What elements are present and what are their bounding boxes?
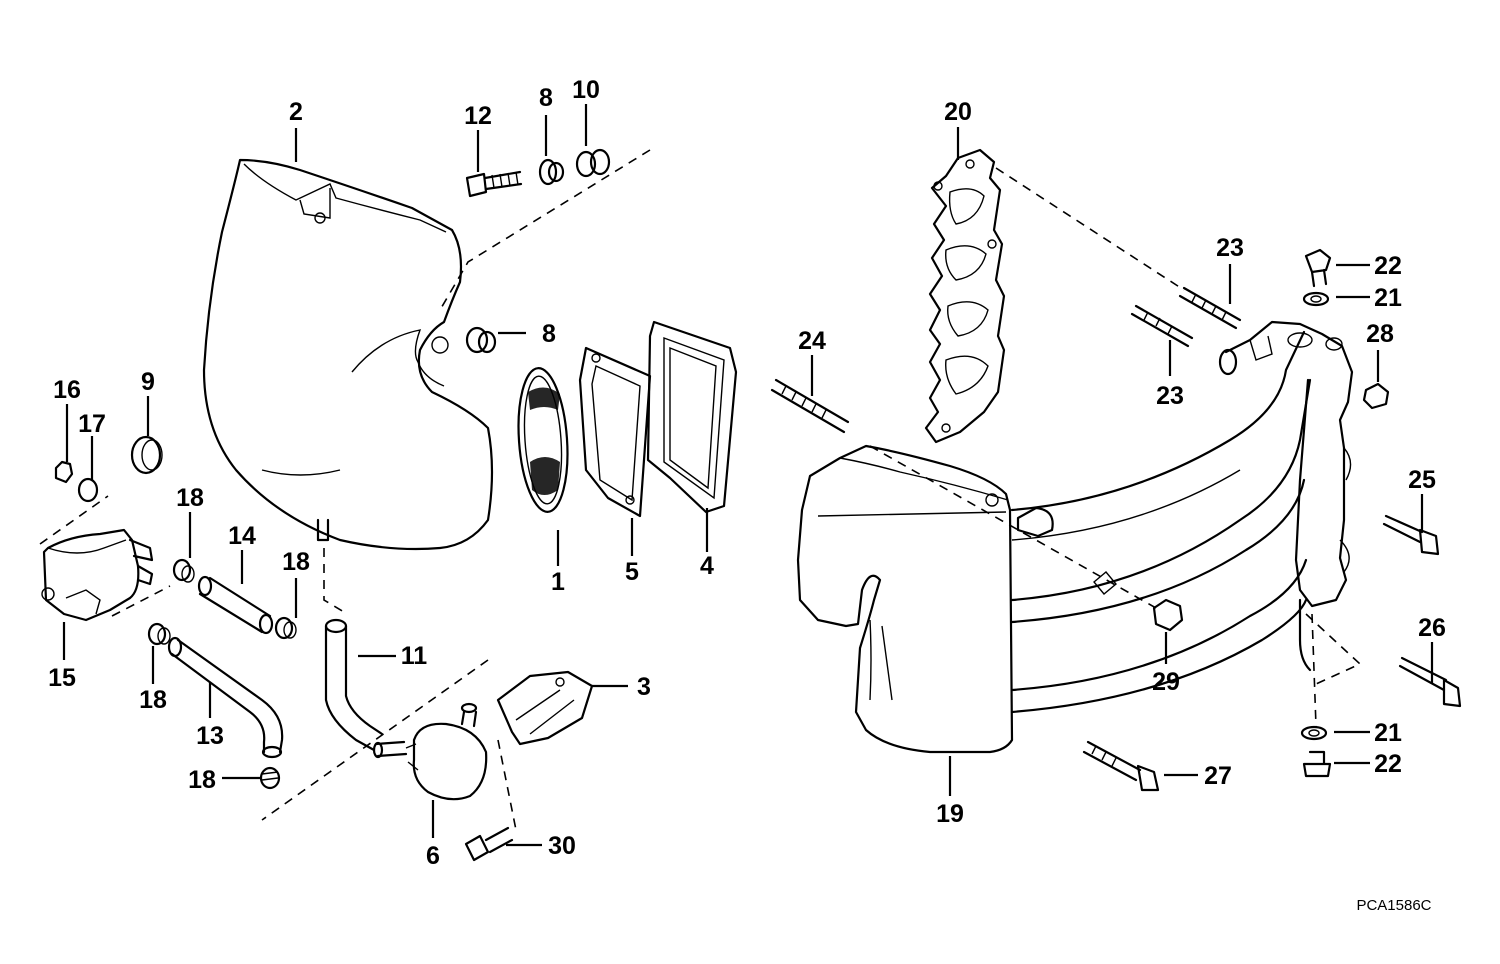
callout-18-c: 18 bbox=[139, 686, 167, 714]
callout-18-d: 18 bbox=[188, 766, 216, 794]
callout-3: 3 bbox=[637, 673, 651, 701]
callout-24: 24 bbox=[798, 327, 826, 355]
callout-30: 30 bbox=[548, 832, 576, 860]
callout-17: 17 bbox=[78, 410, 106, 438]
part-grommet-9 bbox=[130, 435, 163, 475]
callout-labels: 1 2 3 4 5 6 8 8 9 10 11 12 13 14 15 16 1… bbox=[48, 76, 1446, 914]
callout-23-lower: 23 bbox=[1156, 382, 1184, 410]
assembly-lines-right bbox=[869, 167, 1362, 727]
part-clamp-18-a bbox=[172, 558, 195, 583]
callout-4: 4 bbox=[700, 552, 714, 580]
callout-12: 12 bbox=[464, 102, 492, 130]
part-bracket bbox=[496, 670, 594, 746]
callout-21-top: 21 bbox=[1374, 284, 1402, 312]
part-stud-23-lower bbox=[1130, 304, 1194, 348]
callout-10: 10 bbox=[572, 76, 600, 104]
callout-18-b: 18 bbox=[282, 548, 310, 576]
callout-6: 6 bbox=[426, 842, 440, 870]
callout-16: 16 bbox=[53, 376, 81, 404]
part-hose-11 bbox=[324, 618, 384, 752]
part-hose-13 bbox=[167, 636, 284, 759]
part-nut-16 bbox=[54, 460, 74, 484]
callout-14: 14 bbox=[228, 522, 256, 550]
callout-23-upper: 23 bbox=[1216, 234, 1244, 262]
part-clamp-18-d bbox=[259, 766, 281, 790]
callout-13: 13 bbox=[196, 722, 224, 750]
part-screw-30 bbox=[464, 826, 514, 862]
part-bolt-25 bbox=[1382, 514, 1440, 556]
drawing-reference: PCA1586C bbox=[1356, 897, 1431, 914]
callout-2: 2 bbox=[289, 98, 303, 126]
callout-28: 28 bbox=[1366, 320, 1394, 348]
callout-18-a: 18 bbox=[176, 484, 204, 512]
part-grommet-10 bbox=[575, 148, 611, 178]
callout-26: 26 bbox=[1418, 614, 1446, 642]
callout-5: 5 bbox=[625, 558, 639, 586]
part-nut-29 bbox=[1152, 598, 1184, 632]
part-manifold-gasket bbox=[924, 148, 1006, 444]
part-bolt-26 bbox=[1398, 656, 1462, 708]
part-bolt-27 bbox=[1082, 740, 1160, 792]
callout-20: 20 bbox=[944, 98, 972, 126]
callout-22-bottom: 22 bbox=[1374, 750, 1402, 778]
part-washer-21-bottom bbox=[1300, 725, 1328, 741]
part-screw-22-top bbox=[1304, 248, 1332, 288]
callout-8-mid: 8 bbox=[542, 320, 556, 348]
callout-1: 1 bbox=[551, 568, 565, 596]
part-screw-12 bbox=[465, 170, 523, 198]
callout-27: 27 bbox=[1204, 762, 1232, 790]
part-stud-23-upper bbox=[1178, 286, 1242, 330]
callout-15: 15 bbox=[48, 664, 76, 692]
part-air-silencer-housing bbox=[202, 158, 494, 551]
part-washer-21-top bbox=[1302, 291, 1330, 307]
part-adapter bbox=[646, 320, 738, 514]
callout-22-top: 22 bbox=[1374, 252, 1402, 280]
callout-leaders bbox=[62, 104, 1434, 847]
part-filter bbox=[372, 702, 488, 801]
part-washer-17 bbox=[77, 477, 99, 503]
callout-25: 25 bbox=[1408, 466, 1436, 494]
part-gasket bbox=[578, 346, 652, 518]
part-screen bbox=[517, 367, 569, 513]
callout-21-bottom: 21 bbox=[1374, 719, 1402, 747]
callout-29: 29 bbox=[1152, 668, 1180, 696]
part-clamp-18-b bbox=[274, 616, 297, 640]
part-grommet-8-top bbox=[538, 158, 565, 186]
part-intake-manifold bbox=[796, 320, 1354, 754]
callout-9: 9 bbox=[141, 368, 155, 396]
part-screw-22-bottom bbox=[1302, 750, 1332, 778]
assembly-lines-left bbox=[39, 149, 651, 831]
part-valve bbox=[41, 528, 154, 622]
part-stud-24 bbox=[770, 378, 850, 434]
callout-19: 19 bbox=[936, 800, 964, 828]
part-clamp-18-c bbox=[147, 622, 171, 646]
callout-11: 11 bbox=[401, 642, 428, 670]
part-grommet-8-mid bbox=[465, 326, 497, 354]
callout-8-top: 8 bbox=[539, 84, 553, 112]
part-nut-28 bbox=[1362, 382, 1390, 410]
part-hose-14 bbox=[197, 575, 274, 635]
